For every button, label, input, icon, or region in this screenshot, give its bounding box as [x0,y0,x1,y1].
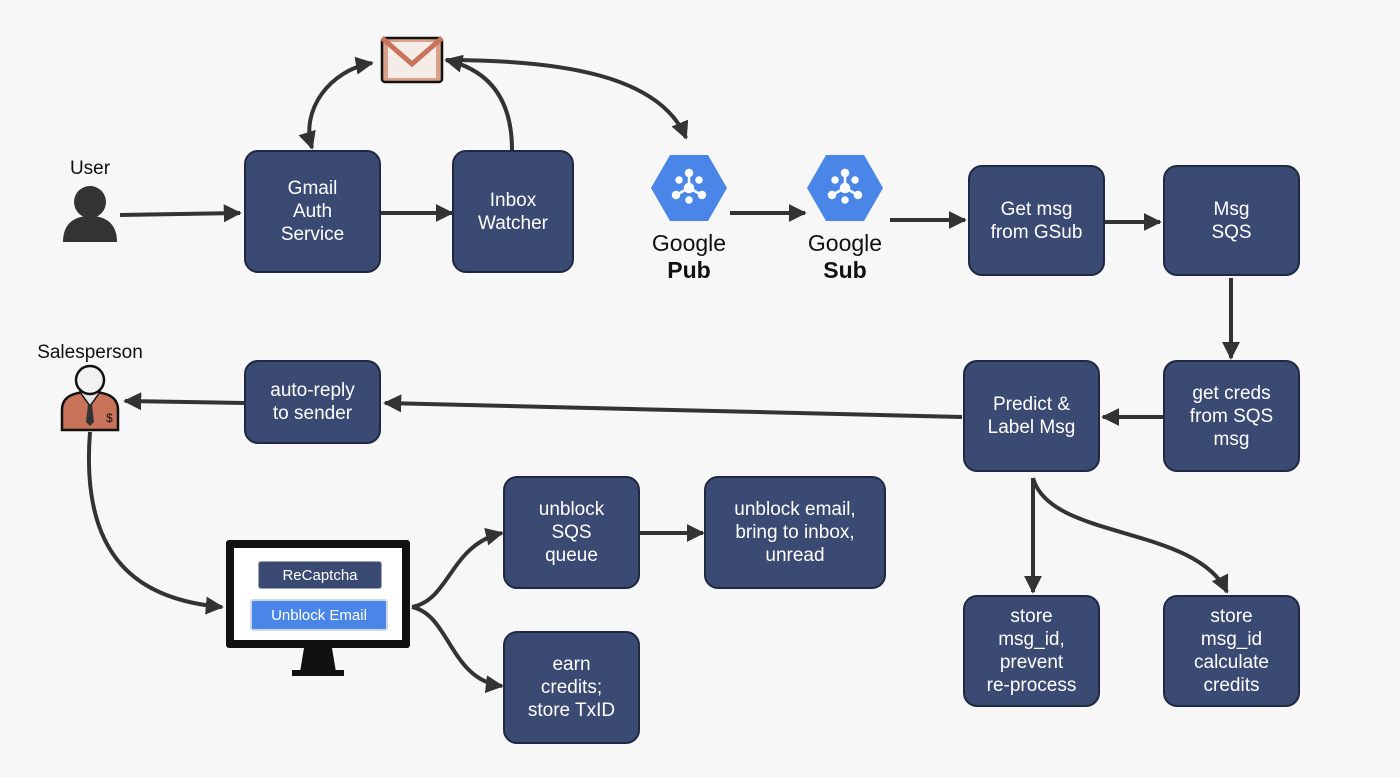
node-label: get creds from SQS msg [1189,382,1274,450]
pubsub-hexagon-icon [807,155,883,221]
unblock-email-node: unblock email, bring to inbox, unread [704,476,886,589]
google-pub-line1: Google [651,230,727,256]
google-sub-line2: Sub [823,257,867,283]
node-label: Inbox Watcher [477,189,549,234]
node-label: Predict & Label Msg [987,394,1076,438]
gmail-auth-service-node: Gmail Auth Service [244,150,381,273]
user-icon [63,186,117,242]
arrow-user-to-auth [119,204,242,223]
predict-label-node: Predict & Label Msg [963,360,1100,472]
unblock-email-button[interactable]: Unblock Email [250,599,388,631]
google-sub-label: Google Sub [785,230,905,284]
node-label: Msg SQS [1211,198,1252,243]
arrow-autoreply-to-salesperson [123,392,246,411]
auto-reply-node: auto-reply to sender [244,360,381,444]
svg-text:$: $ [106,411,113,425]
arrow-watcher-to-mail [444,54,514,151]
node-label: auto-reply to sender [270,380,355,424]
arrow-auth-mail [298,56,374,150]
node-label: Get msg from GSub [990,198,1083,243]
get-creds-node: get creds from SQS msg [1163,360,1300,472]
salesperson-icon: $ [60,364,120,432]
arrow-mail-to-pub [445,58,689,140]
unblock-sqs-node: unblock SQS queue [503,476,640,589]
arrow-salesperson-to-monitor [86,431,224,615]
store-prevent-node: store msg_id, prevent re-process [963,595,1100,707]
google-sub-line1: Google [807,230,883,256]
pubsub-hexagon-icon [651,155,727,221]
arrow-monitor-to-earncredits [411,605,504,694]
node-label: store msg_id calculate credits [1194,606,1269,696]
node-label: unblock SQS queue [538,499,605,566]
node-label: unblock email, bring to inbox, unread [734,499,856,566]
msg-sqs-node: Msg SQS [1163,165,1300,276]
google-pub-label: Google Pub [629,230,749,284]
node-label: Gmail Auth Service [280,178,345,245]
arrow-predict-to-autoreply [383,394,963,419]
user-label: User [69,158,111,179]
get-msg-node: Get msg from GSub [968,165,1105,276]
arrow-monitor-to-unblocksqs [411,527,504,609]
earn-credits-node: earn credits; store TxID [503,631,640,744]
google-pub-line2: Pub [667,257,711,283]
store-credits-node: store msg_id calculate credits [1163,595,1300,707]
node-label: store msg_id, prevent re-process [986,606,1077,696]
recaptcha-widget[interactable]: ReCaptcha [258,561,382,589]
inbox-watcher-node: Inbox Watcher [452,150,574,273]
gmail-envelope-icon [380,36,444,84]
node-label: earn credits; store TxID [527,654,616,721]
arrow-predict-to-store2 [1031,477,1229,594]
salesperson-label: Salesperson [37,342,143,363]
